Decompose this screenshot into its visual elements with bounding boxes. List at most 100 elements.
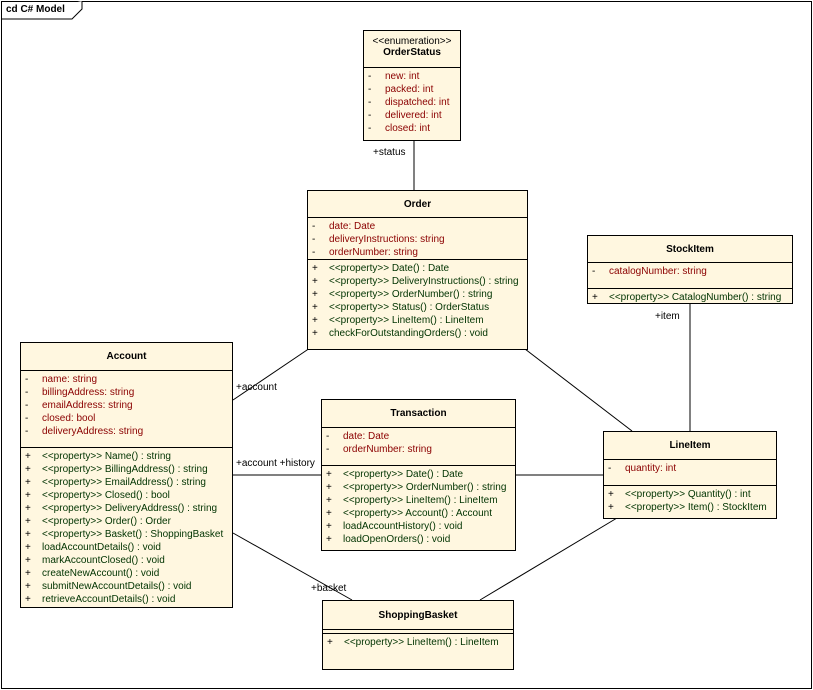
class-member: +<<property>> Date() : Date — [308, 262, 527, 275]
class-header: Account — [21, 343, 232, 371]
member-text: <<property>> Account() : Account — [343, 508, 492, 519]
frame-label: cd C# Model — [6, 4, 65, 15]
member-text: closed: int — [385, 123, 431, 134]
class-member: - closed: int — [364, 122, 460, 135]
class-transaction[interactable]: Transaction -date: Date-orderNumber: str… — [321, 399, 516, 551]
class-member: -packed: int — [364, 83, 460, 96]
visibility-marker: - — [326, 444, 330, 455]
member-text: new: int — [385, 71, 420, 82]
class-member: +loadAccountDetails() : void — [21, 541, 232, 554]
class-member: -closed: bool — [21, 412, 232, 425]
class-order[interactable]: Order -date: Date-deliveryInstructions: … — [307, 190, 528, 350]
class-member: -deliveryInstructions: string — [308, 233, 527, 246]
visibility-marker: + — [25, 516, 31, 527]
label-status: +status — [373, 147, 406, 158]
visibility-marker: - — [25, 426, 29, 437]
visibility-marker: - — [368, 110, 372, 121]
class-name: Account — [106, 351, 147, 362]
class-member: +markAccountClosed() : void — [21, 554, 232, 567]
visibility-marker: - — [25, 400, 29, 411]
operations-section: +<<property>> Date() : Date+<<property>>… — [308, 260, 527, 342]
visibility-marker: + — [25, 464, 31, 475]
member-text: <<property>> Date() : Date — [343, 469, 464, 480]
attributes-section: -date: Date-orderNumber: string — [322, 428, 515, 466]
class-member: + <<property>> BillingAddress() : string — [21, 463, 232, 476]
attributes-section: -quantity: int — [604, 460, 776, 486]
member-text: deliveryAddress: string — [42, 426, 144, 437]
class-lineitem[interactable]: LineItem -quantity: int +<<property>> Qu… — [603, 431, 777, 519]
class-member: -name: string — [21, 373, 232, 386]
class-stockitem[interactable]: StockItem -catalogNumber: string +<<prop… — [587, 235, 793, 304]
member-text: <<property>> BillingAddress() : string — [42, 464, 208, 475]
visibility-marker: + — [326, 482, 332, 493]
visibility-marker: + — [326, 495, 332, 506]
member-text: <<property>> DeliveryInstructions() : st… — [329, 276, 519, 287]
class-member: -delivered: int — [364, 109, 460, 122]
visibility-marker: + — [25, 594, 31, 605]
class-member: +<<property>> OrderNumber() : string — [322, 481, 515, 494]
class-member: +<<property>> LineItem() : LineItem — [322, 494, 515, 507]
visibility-marker: - — [608, 463, 612, 474]
association-order-lineitem — [524, 348, 633, 432]
member-text: <<property>> LineItem() : LineItem — [329, 315, 484, 326]
attributes-section: -catalogNumber: string — [588, 263, 792, 289]
visibility-marker: + — [326, 469, 332, 480]
class-member: +<<property>> Basket() : ShoppingBasket — [21, 528, 232, 541]
attributes-section — [323, 630, 513, 634]
class-member: +<<property>> CatalogNumber() : string — [588, 291, 792, 304]
class-name: Order — [403, 199, 432, 210]
visibility-marker: + — [312, 263, 318, 274]
visibility-marker: + — [25, 503, 31, 514]
class-header: Transaction — [322, 400, 515, 428]
member-text: <<property>> DeliveryAddress() : string — [42, 503, 218, 514]
class-member: -date: Date — [308, 220, 527, 233]
member-text: <<property>> CatalogNumber() : string — [609, 292, 782, 303]
class-member: +<<property>> OrderNumber() : string — [308, 288, 527, 301]
visibility-marker: + — [312, 289, 318, 300]
operations-section: +<<property>> CatalogNumber() : string — [588, 289, 792, 306]
label-basket: +basket — [311, 583, 347, 594]
visibility-marker: + — [608, 502, 614, 513]
class-member: -catalogNumber: string — [588, 265, 792, 278]
visibility-marker: - — [368, 71, 372, 82]
association-order-account — [232, 347, 311, 401]
class-member: - orderNumber: string — [322, 443, 515, 456]
class-header: Order — [308, 191, 527, 218]
visibility-marker: + — [326, 534, 332, 545]
member-text: <<property>> Basket() : ShoppingBasket — [42, 529, 224, 540]
visibility-marker: + — [25, 477, 31, 488]
class-header: StockItem — [588, 236, 792, 263]
visibility-marker: - — [312, 221, 316, 232]
member-text: <<property>> LineItem() : LineItem — [344, 637, 499, 648]
member-text: <<property>> Closed() : bool — [42, 490, 170, 501]
class-member: - deliveryAddress: string — [21, 425, 232, 438]
class-orderstatus[interactable]: <<enumeration>> OrderStatus -new: int-pa… — [363, 30, 461, 141]
member-text: closed: bool — [42, 413, 96, 424]
operations-section: +<<property>> Date() : Date+<<property>>… — [322, 466, 515, 548]
class-member: +<<property>> Order() : Order — [21, 515, 232, 528]
class-name: LineItem — [669, 440, 711, 451]
class-member: +loadAccountHistory() : void — [322, 520, 515, 533]
class-member: +<<property>> EmailAddress() : string — [21, 476, 232, 489]
member-text: retrieveAccountDetails() : void — [42, 594, 176, 605]
class-member: -billingAddress: string — [21, 386, 232, 399]
visibility-marker: + — [25, 490, 31, 501]
class-member: +<<property>> LineItem() : LineItem — [323, 636, 513, 649]
visibility-marker: + — [25, 581, 31, 592]
class-member: + <<property>> Closed() : bool — [21, 489, 232, 502]
class-name: ShoppingBasket — [378, 610, 458, 621]
member-text: orderNumber: string — [329, 247, 418, 258]
visibility-marker: - — [312, 234, 316, 245]
member-text: orderNumber: string — [343, 444, 432, 455]
class-member: +<<property>> LineItem() : LineItem — [308, 314, 527, 327]
class-header: LineItem — [604, 432, 776, 460]
class-member: +<<property>> Item() : StockItem — [604, 501, 776, 514]
class-name: Transaction — [390, 408, 447, 419]
attributes-section: -date: Date-deliveryInstructions: string… — [308, 218, 527, 260]
class-shoppingbasket[interactable]: ShoppingBasket +<<property>> LineItem() … — [322, 600, 514, 670]
visibility-marker: + — [25, 568, 31, 579]
label-account: +account — [236, 382, 277, 393]
visibility-marker: - — [368, 123, 372, 134]
class-account[interactable]: Account -name: string-billingAddress: st… — [20, 342, 233, 608]
class-member: +loadOpenOrders() : void — [322, 533, 515, 546]
